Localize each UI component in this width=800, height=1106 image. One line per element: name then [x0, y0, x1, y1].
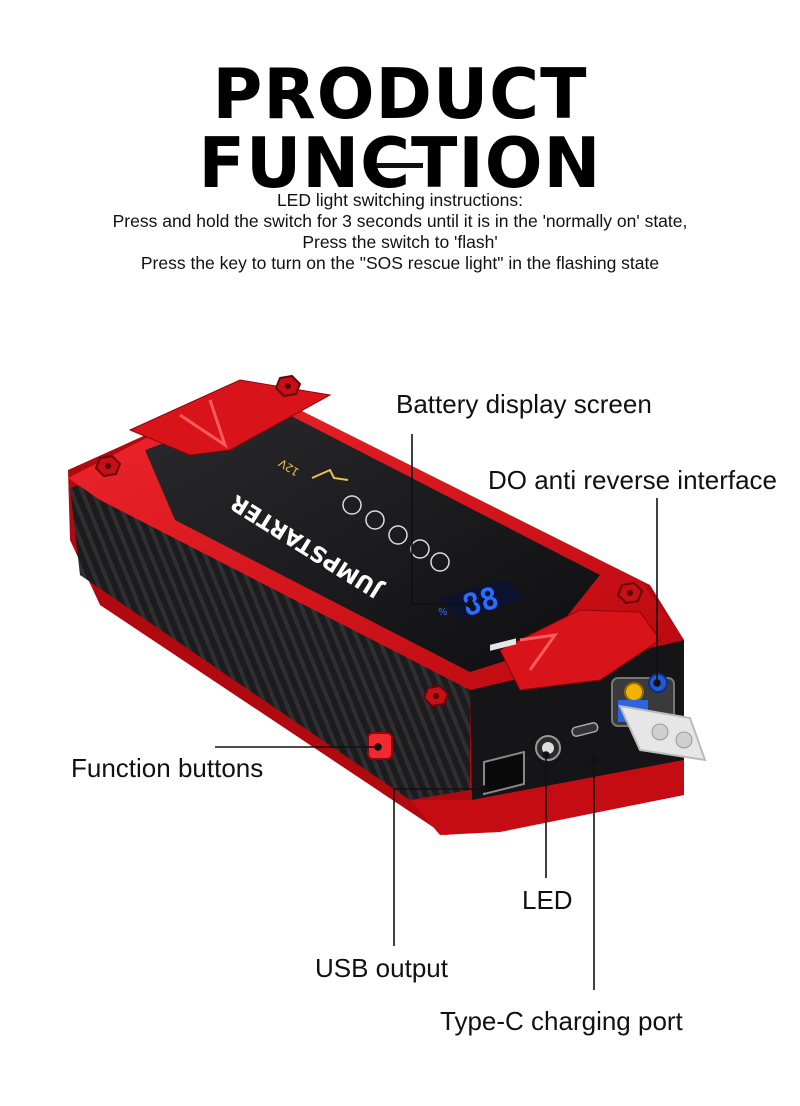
callout-do-interface: DO anti reverse interface: [488, 465, 778, 495]
instruction-line: Press the switch to 'flash': [302, 232, 498, 252]
instruction-line: Press and hold the switch for 3 seconds …: [112, 211, 688, 231]
lightning-icon: [311, 468, 349, 481]
screw-icon: [94, 454, 122, 478]
title-divider: [377, 163, 423, 168]
led-instructions: LED light switching instructions: Press …: [0, 190, 800, 274]
flashlight-icon: [342, 495, 362, 515]
connector-cap-icon: [618, 704, 707, 762]
leader-usb-output: [393, 788, 484, 946]
instruction-line: LED light switching instructions:: [276, 190, 524, 210]
screw-icon: [616, 581, 644, 605]
callout-battery-display: Battery display screen: [396, 389, 652, 419]
plug-icon: [410, 539, 430, 559]
clamp-icon: [430, 552, 450, 572]
percent-sign: %: [438, 607, 448, 618]
callout-typec-port: Type-C charging port: [440, 1006, 683, 1036]
callout-function-buttons: Function buttons: [71, 753, 264, 783]
car-icon: [388, 525, 408, 545]
typec-port: [571, 722, 599, 737]
usb-port: [483, 638, 525, 796]
device-body: [68, 374, 684, 835]
screw-icon: [274, 374, 302, 398]
led-lens: [535, 735, 561, 761]
battery-icon: [365, 510, 385, 530]
function-icons: [342, 495, 450, 572]
instruction-line: Press the key to turn on the "SOS rescue…: [140, 253, 660, 273]
leader-battery-display: [411, 434, 470, 605]
screw-icon: [422, 684, 450, 708]
callout-usb-output: USB output: [315, 953, 448, 983]
callout-led: LED: [522, 885, 573, 915]
callout-leader-lines: [215, 434, 661, 990]
